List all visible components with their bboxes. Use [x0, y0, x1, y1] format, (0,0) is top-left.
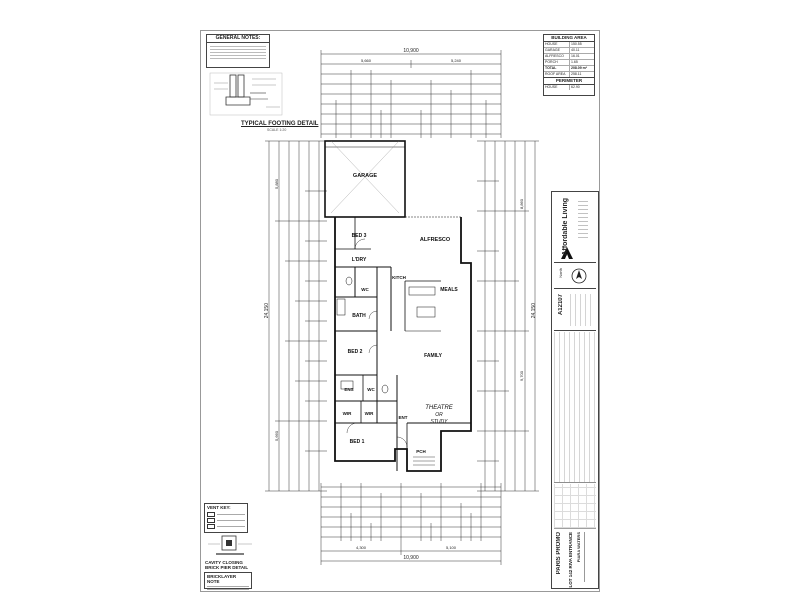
title-block-revisions	[554, 484, 596, 529]
room-label-bath: BATH	[352, 313, 366, 319]
room-label-garage: GARAGE	[353, 173, 377, 179]
project-subtext	[584, 532, 585, 582]
project-name: PARIS PROMO	[556, 532, 562, 575]
perimeter-row: HOUSE 62.90	[544, 85, 594, 90]
top-dimension-a: 5,660	[361, 58, 372, 63]
building-area-label: PORCH	[544, 60, 570, 65]
top-overall-dimension: 10,900	[403, 48, 419, 54]
room-label-study: STUDY	[431, 419, 449, 425]
general-notes-title: GENERAL NOTES:	[207, 35, 269, 43]
room-label-bed3: BED 3	[352, 233, 367, 239]
footing-detail-scale: SCALE 1:20	[267, 128, 287, 132]
general-notes-text	[207, 43, 269, 62]
bottom-overall-dimension: 10,900	[403, 555, 419, 561]
room-label-alfresco: ALFRESCO	[420, 237, 451, 243]
room-label-pch: PCH	[416, 449, 426, 454]
alfresco-outline	[405, 216, 462, 263]
right-dimension-lines	[477, 140, 539, 492]
right-dimension-a: 9,700	[519, 371, 524, 382]
drawing-number-row: A12107	[554, 290, 596, 331]
room-label-ens: ENS	[344, 387, 353, 392]
right-overall-dimension: 24,150	[531, 303, 537, 319]
building-area-value: 16.01	[571, 54, 580, 58]
footing-detail-title: TYPICAL FOOTING DETAIL	[241, 121, 319, 127]
building-area-label: ROOF AREA	[544, 72, 570, 77]
cavity-closing-line2: BRICK PIER DETAIL	[205, 565, 249, 570]
cavity-closing-drawing	[208, 535, 252, 555]
building-area-label: ALFRESCO	[544, 54, 570, 59]
left-overall-dimension: 24,150	[264, 303, 270, 319]
room-label-wir1: WIR	[343, 411, 352, 416]
north-arrow-icon	[571, 268, 587, 284]
top-dimension-lines: 10,900 5,660 5,240	[320, 48, 502, 138]
lot-address: LOT 142 RIVA ENTRANCE	[568, 532, 573, 588]
building-area-box: BUILDING AREA HOUSE 150.55 GARAGE 40.11 …	[543, 34, 595, 96]
room-label-wc2: WC	[367, 387, 375, 392]
building-area-row: TOTAL 208.09 m²	[544, 66, 594, 72]
building-area-value: 40.11	[571, 48, 580, 52]
perimeter-title: PERIMETER	[544, 78, 594, 85]
bottom-dimension-a: 4,300	[356, 545, 367, 550]
vent-key-entries	[205, 512, 247, 529]
building-area-row: GARAGE 40.11	[544, 48, 594, 54]
company-logo-mark	[561, 247, 573, 259]
floor-plan: GARAGE ALFRESCO BED 3 L'DRY WC KITCH MEA…	[324, 140, 472, 472]
house-outline	[334, 217, 472, 472]
top-dimension-b: 5,240	[451, 58, 462, 63]
footing-detail-drawing	[209, 72, 283, 116]
bottom-dimension-lines: 4,300 5,100 10,900	[320, 483, 502, 565]
building-area-row: ALFRESCO 16.01	[544, 54, 594, 60]
north-label: North	[558, 268, 563, 278]
room-label-wc1: WC	[361, 287, 369, 292]
title-block-notes	[554, 332, 596, 483]
perimeter-label: HOUSE	[544, 85, 570, 90]
logo-subtext	[578, 198, 588, 238]
building-area-label: GARAGE	[544, 48, 570, 53]
north-arrow: North	[554, 264, 596, 289]
bottom-dimension-b: 5,100	[446, 545, 457, 550]
building-area-row: PORCH 1.65	[544, 60, 594, 66]
left-dimension-a: 5,880	[274, 179, 279, 190]
room-label-theatre: THEATRE	[425, 405, 454, 411]
suburb: PIARA WATERS	[576, 532, 581, 563]
cavity-closing-title: CAVITY CLOSING BRICK PIER DETAIL	[205, 560, 248, 570]
drawing-revision-lines	[570, 294, 594, 326]
room-label-meals: MEALS	[440, 287, 458, 293]
building-area-row: ROOF AREA 258.11	[544, 72, 594, 78]
room-label-wir2: WIR	[365, 411, 374, 416]
building-area-title: BUILDING AREA	[544, 35, 594, 42]
general-notes-box: GENERAL NOTES:	[206, 34, 270, 68]
building-area-value: 258.11	[571, 72, 582, 76]
left-dimension-lines	[265, 140, 327, 492]
bricklayer-note-title: BRICKLAYER NOTE	[207, 574, 237, 584]
building-area-value: 208.09 m²	[571, 66, 587, 70]
right-dimension-b: 8,860	[519, 199, 524, 210]
company-logo: Affordable Living	[554, 194, 596, 263]
building-area-value: 1.65	[571, 60, 578, 64]
room-label-bed2: BED 2	[348, 349, 363, 355]
bricklayer-note-box: BRICKLAYER NOTE	[204, 572, 252, 590]
room-label-ent: ENT	[399, 415, 408, 420]
room-label-or: OR	[435, 412, 443, 418]
room-label-ldry: L'DRY	[352, 257, 367, 263]
left-dimension-b: 5,660	[274, 431, 279, 442]
room-label-family: FAMILY	[424, 353, 443, 359]
drawing-number: A12107	[558, 294, 564, 316]
title-block: Affordable Living North A12107 PARIS PRO…	[551, 191, 599, 589]
perimeter-value: 62.90	[571, 85, 580, 89]
building-area-label: TOTAL	[544, 66, 570, 71]
building-area-value: 150.55	[571, 42, 582, 46]
vent-key-box: VENT KEY:	[204, 503, 248, 533]
building-area-row: HOUSE 150.55	[544, 42, 594, 48]
project-info: PARIS PROMO LOT 142 RIVA ENTRANCE PIARA …	[554, 530, 596, 588]
cavity-closing-line1: CAVITY CLOSING	[205, 560, 243, 565]
building-area-label: HOUSE	[544, 42, 570, 47]
room-label-kitch: KITCH	[392, 275, 406, 280]
drawing-sheet: GENERAL NOTES: TYPICAL FOOTING DETAIL SC…	[200, 30, 600, 592]
garage-walls	[324, 140, 406, 218]
room-label-bed1: BED 1	[350, 439, 365, 445]
company-name: Affordable Living	[562, 198, 569, 256]
vent-key-title: VENT KEY:	[207, 505, 231, 510]
